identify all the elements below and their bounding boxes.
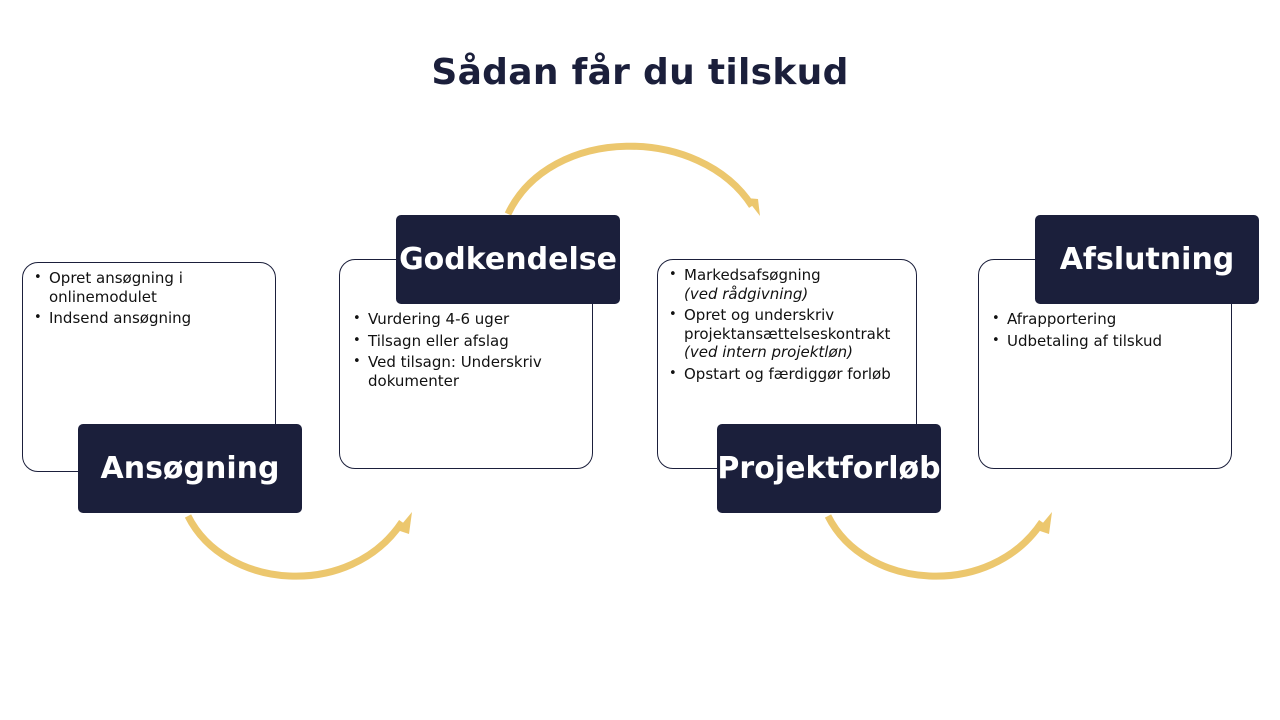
step-label-ansogning: Ansøgning — [78, 424, 302, 513]
list-item: Tilsagn eller afslag — [350, 332, 584, 351]
step-items-godkendelse: Vurdering 4-6 uger Tilsagn eller afslag … — [350, 310, 584, 390]
list-item: Ved tilsagn: Underskriv dokumenter — [350, 353, 584, 390]
list-item: Vurdering 4-6 uger — [350, 310, 584, 329]
list-item: Opstart og færdiggør forløb — [666, 365, 910, 384]
page-title: Sådan får du tilskud — [431, 52, 849, 93]
list-item: Afrapportering — [989, 310, 1223, 329]
arrow-head-3 — [1037, 512, 1052, 534]
step-items-afslutning: Afrapportering Udbetaling af tilskud — [989, 310, 1223, 350]
arrow-head-1 — [397, 512, 412, 534]
list-item: Opret ansøgning i onlinemodulet — [31, 269, 267, 306]
step-label-godkendelse: Godkendelse — [396, 215, 620, 304]
list-item: Indsend ansøgning — [31, 309, 267, 328]
arrow-godkendelse-to-projektforlob — [504, 142, 755, 216]
step-items-projektforlob: Markedsafsøgning(ved rådgivning) Opret o… — [666, 266, 910, 383]
arrow-ansogning-to-godkendelse — [184, 514, 405, 580]
item-note: (ved intern projektløn) — [684, 343, 854, 361]
list-item: Markedsafsøgning(ved rådgivning) — [666, 266, 910, 303]
step-label-projektforlob: Projektforløb — [717, 424, 941, 513]
list-item: Opret og underskriv projektansættelsesko… — [666, 306, 910, 362]
arrow-head-2 — [746, 198, 760, 216]
step-items-ansogning: Opret ansøgning i onlinemodulet Indsend … — [31, 269, 267, 328]
item-note: (ved rådgivning) — [684, 284, 809, 303]
list-item: Udbetaling af tilskud — [989, 332, 1223, 351]
step-label-afslutning: Afslutning — [1035, 215, 1259, 304]
arrow-projektforlob-to-afslutning — [824, 514, 1045, 580]
